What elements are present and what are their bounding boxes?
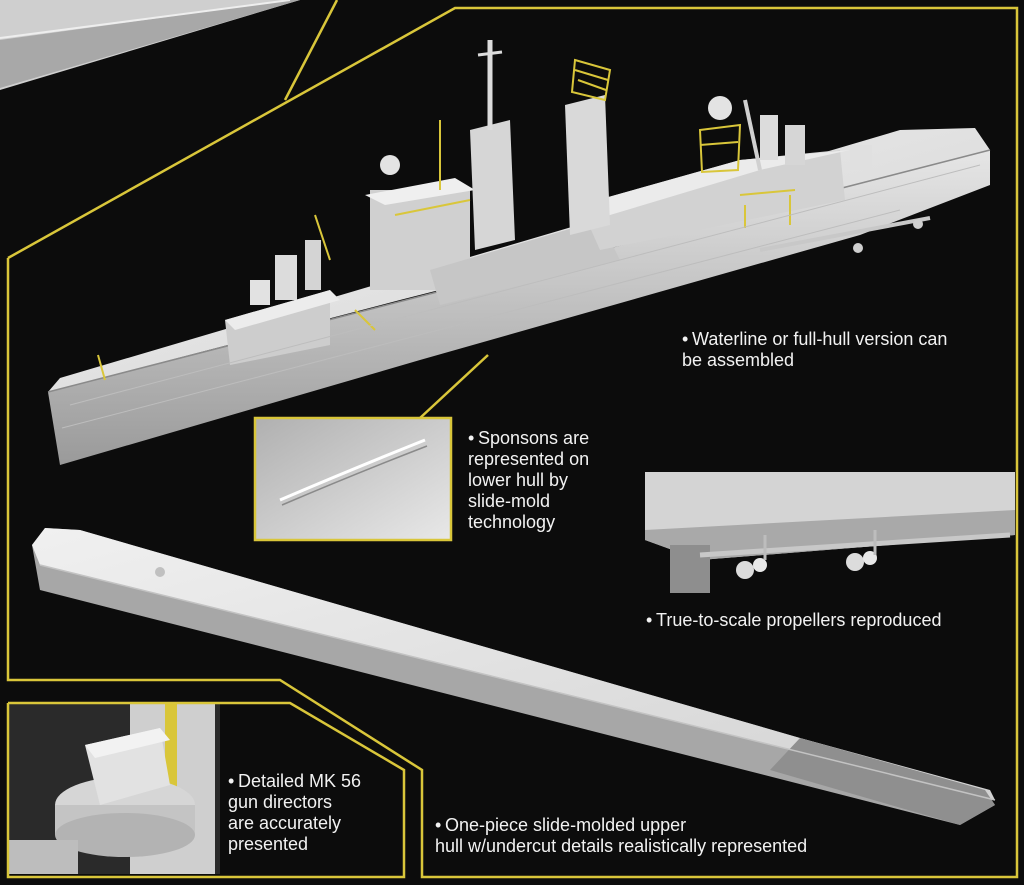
waterline-note: •Waterline or full-hull version can be a… [682, 329, 1012, 371]
one-piece-hull-note-text: One-piece slide-molded upper hull w/unde… [435, 815, 808, 856]
mk56-note: •Detailed MK 56 gun directors are accura… [228, 771, 403, 855]
bullet-icon: • [468, 428, 475, 448]
bullet-icon: • [682, 329, 689, 349]
one-piece-hull-note: •One-piece slide-molded upper hull w/und… [435, 815, 915, 857]
sponsons-note-text: Sponsons are represented on lower hull b… [468, 428, 590, 532]
propeller-detail-view [645, 472, 1015, 593]
upper-hull-part [32, 528, 996, 825]
bullet-icon: • [646, 610, 653, 630]
propellers-note-text: True-to-scale propellers reproduced [656, 610, 942, 630]
partial-ship-fragment [0, 0, 300, 90]
mk56-note-text: Detailed MK 56 gun directors are accurat… [228, 771, 362, 854]
sponson-detail-inset [253, 416, 453, 542]
waterline-note-text: Waterline or full-hull version can be as… [682, 329, 948, 370]
propellers-note: •True-to-scale propellers reproduced [646, 610, 1016, 631]
main-ship-model [47, 40, 991, 465]
callout-frame [6, 0, 1019, 879]
bullet-icon: • [435, 815, 442, 835]
mk56-director-inset [6, 701, 406, 879]
sponsons-note: •Sponsons are represented on lower hull … [468, 428, 643, 533]
bullet-icon: • [228, 771, 235, 791]
